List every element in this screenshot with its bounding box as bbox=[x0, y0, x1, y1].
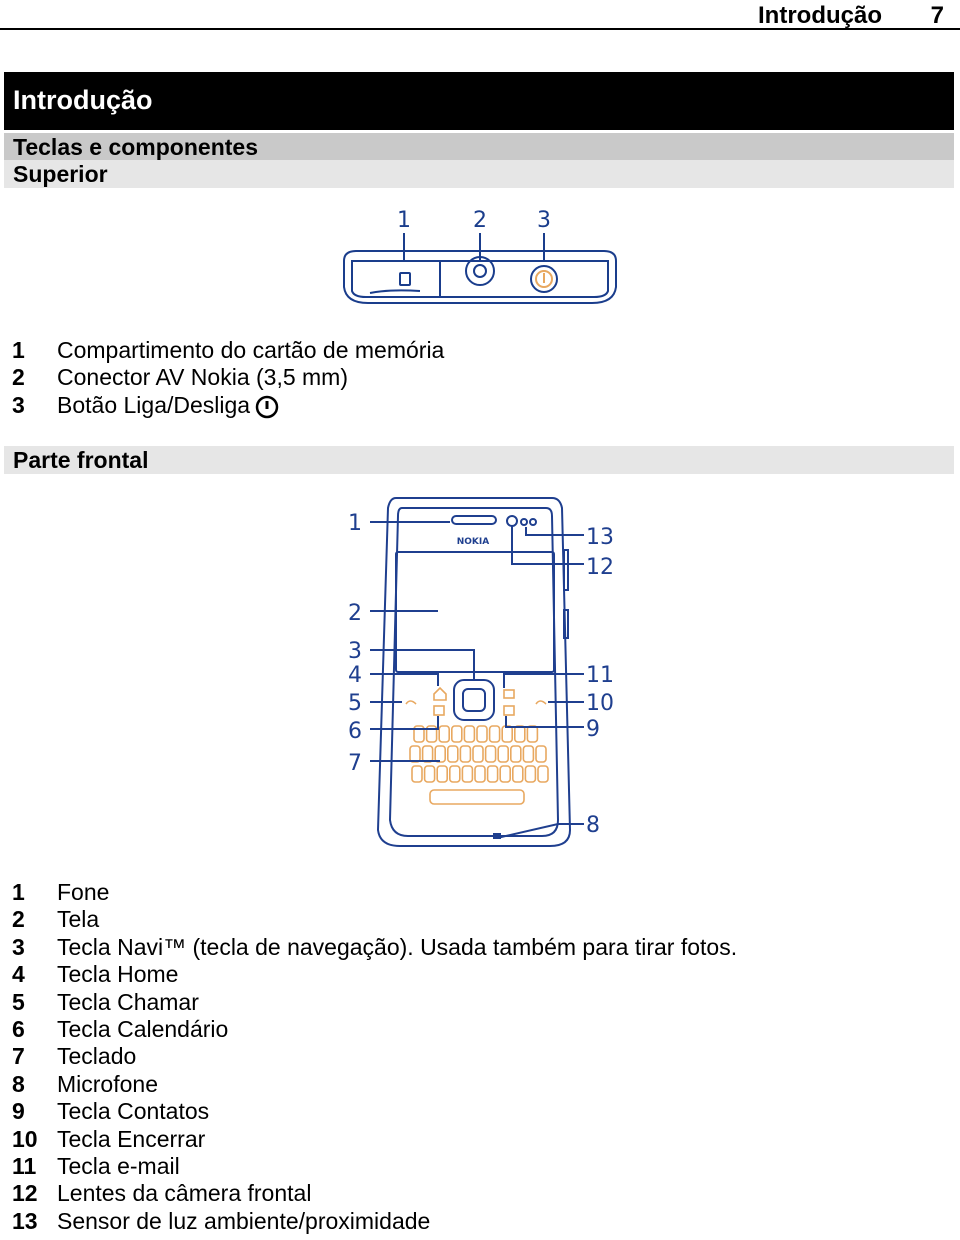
keyboard-key bbox=[499, 765, 511, 783]
keyboard-key bbox=[537, 765, 549, 783]
brand-label: NOKIA bbox=[457, 537, 490, 547]
keyboard-key bbox=[526, 725, 539, 743]
item-number: 2 bbox=[12, 906, 25, 933]
item-number: 10 bbox=[12, 1125, 38, 1152]
keyboard-key bbox=[425, 725, 438, 743]
front-callout-10: 10 bbox=[586, 691, 614, 716]
calendar-key-icon bbox=[433, 705, 445, 716]
front-callout-2: 2 bbox=[348, 601, 362, 626]
top-view-diagram: 1 2 3 bbox=[343, 208, 617, 304]
front-callout-5: 5 bbox=[348, 691, 362, 716]
item-number: 3 bbox=[12, 933, 25, 960]
item-text: Tecla Calendário bbox=[57, 1015, 229, 1042]
keyboard-key bbox=[409, 745, 421, 763]
email-key-icon bbox=[503, 689, 515, 699]
item-number: 1 bbox=[12, 879, 25, 905]
keyboard-key bbox=[463, 725, 476, 743]
keyboard-key bbox=[512, 765, 524, 783]
front-callout-11: 11 bbox=[586, 663, 614, 688]
item-text: Conector AV Nokia (3,5 mm) bbox=[57, 364, 349, 391]
keyboard-key bbox=[411, 765, 423, 783]
chapter-title-bar: Introdução bbox=[4, 72, 954, 130]
keyboard-key bbox=[474, 765, 486, 783]
section-title: Teclas e componentes bbox=[4, 133, 954, 161]
front-callout-6: 6 bbox=[348, 719, 362, 744]
running-header-section: Introdução bbox=[758, 2, 882, 29]
keyboard-key bbox=[434, 745, 446, 763]
keyboard-key bbox=[438, 725, 450, 743]
keyboard-key bbox=[461, 765, 474, 783]
item-text: Tecla Contatos bbox=[57, 1098, 210, 1125]
item-text: Tecla e-mail bbox=[57, 1152, 180, 1179]
item-text: Compartimento do cartão de memória bbox=[57, 337, 445, 363]
subsection-top-heading: Superior bbox=[4, 160, 954, 188]
item-text: Tecla Encerrar bbox=[57, 1125, 206, 1152]
top-callout-2: 2 bbox=[473, 208, 487, 233]
keyboard-key bbox=[535, 745, 547, 763]
home-key-icon bbox=[433, 686, 447, 701]
item-number: 11 bbox=[12, 1152, 37, 1179]
item-text: Microfone bbox=[57, 1070, 158, 1097]
item-number: 5 bbox=[12, 988, 25, 1015]
item-text: Sensor de luz ambiente/proximidade bbox=[57, 1207, 431, 1234]
front-callout-13: 13 bbox=[586, 525, 614, 550]
subsection-front-heading: Parte frontal bbox=[4, 446, 954, 474]
keyboard-key bbox=[449, 765, 461, 783]
item-number: 3 bbox=[12, 391, 25, 418]
keyboard-key bbox=[510, 745, 522, 763]
page-number: 7 bbox=[930, 2, 944, 29]
item-number: 4 bbox=[12, 961, 25, 988]
item-text: Tecla Chamar bbox=[57, 988, 199, 1015]
keyboard-key bbox=[501, 725, 513, 743]
item-number: 6 bbox=[12, 1015, 25, 1042]
item-text-with-icon: Botão Liga/Desliga bbox=[57, 392, 280, 420]
item-number: 9 bbox=[12, 1098, 25, 1125]
keyboard-key bbox=[421, 745, 434, 763]
item-number: 13 bbox=[12, 1207, 38, 1234]
item-number: 1 bbox=[12, 337, 25, 363]
item-number: 7 bbox=[12, 1043, 25, 1070]
keyboard-key bbox=[522, 745, 535, 763]
keyboard-key bbox=[486, 765, 499, 783]
item-text: Tecla Home bbox=[57, 961, 179, 988]
keyboard-key bbox=[488, 725, 501, 743]
keyboard-key bbox=[451, 725, 463, 743]
top-callout-3: 3 bbox=[537, 208, 551, 233]
keyboard-key bbox=[459, 745, 472, 763]
front-callout-12: 12 bbox=[586, 555, 614, 580]
contacts-key-icon bbox=[503, 705, 515, 716]
item-text: Fone bbox=[57, 879, 110, 905]
running-header: Introdução 7 bbox=[0, 0, 960, 30]
end-key-icon bbox=[535, 700, 547, 705]
item-text: Teclado bbox=[57, 1043, 137, 1070]
power-icon bbox=[255, 395, 279, 418]
keyboard-key bbox=[524, 765, 537, 783]
chapter-title: Introdução bbox=[13, 85, 153, 115]
item-text: Lentes da câmera frontal bbox=[57, 1180, 312, 1207]
call-key-icon bbox=[405, 700, 417, 705]
front-view-diagram: NOKIA 1 2 3 4 5 6 7 13 12 11 1 bbox=[348, 497, 614, 847]
item-number: 2 bbox=[12, 364, 25, 391]
front-callout-3: 3 bbox=[348, 639, 362, 664]
front-callout-7: 7 bbox=[348, 751, 362, 776]
top-callout-1: 1 bbox=[397, 208, 411, 233]
item-text: Tecla Navi™ (tecla de navegação). Usada … bbox=[57, 933, 738, 960]
front-callout-4: 4 bbox=[348, 663, 362, 688]
keyboard-key bbox=[413, 725, 425, 743]
keyboard-key bbox=[472, 745, 484, 763]
keyboard-key bbox=[476, 725, 488, 743]
keyboard-key bbox=[423, 765, 436, 783]
keyboard-key bbox=[484, 745, 497, 763]
item-text: Botão Liga/Desliga bbox=[57, 391, 251, 418]
keyboard-key bbox=[447, 745, 459, 763]
keyboard-key bbox=[436, 765, 448, 783]
item-number: 12 bbox=[12, 1180, 38, 1207]
item-number: 8 bbox=[12, 1070, 25, 1097]
keyboard-key bbox=[497, 745, 509, 763]
front-callout-1: 1 bbox=[348, 511, 362, 536]
front-callout-9: 9 bbox=[586, 717, 600, 742]
item-text: Tela bbox=[57, 906, 100, 933]
keyboard-key bbox=[514, 725, 526, 743]
front-callout-8: 8 bbox=[586, 813, 600, 838]
